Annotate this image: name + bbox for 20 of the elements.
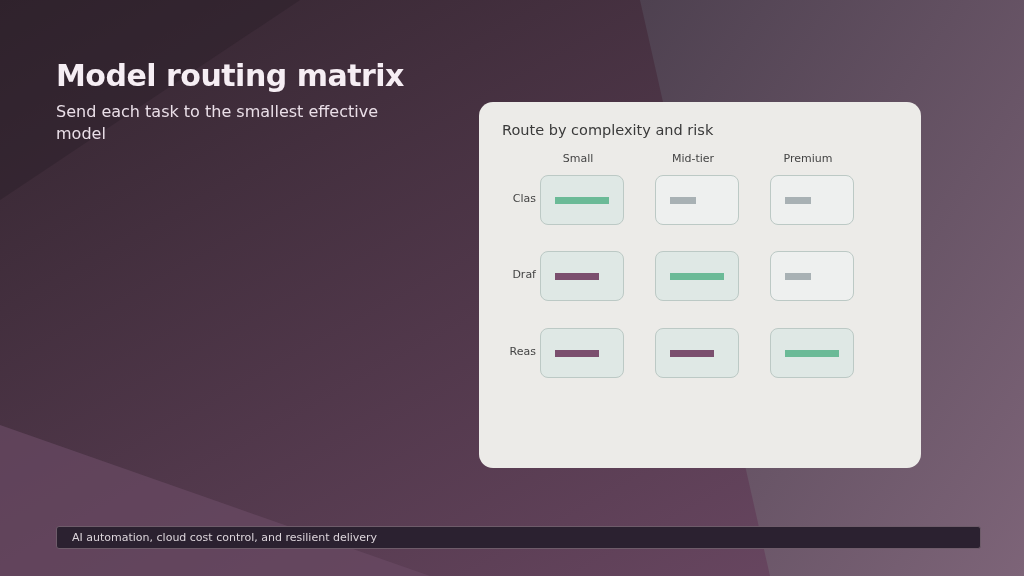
matrix-card	[479, 102, 921, 468]
card-heading: Route by complexity and risk	[502, 122, 714, 138]
matrix-cell	[655, 175, 739, 225]
slide-title: Model routing matrix	[56, 58, 404, 93]
row-label: Clas	[511, 192, 536, 205]
matrix-cell	[655, 328, 739, 378]
row-label: Reas	[508, 345, 536, 358]
matrix-cell	[770, 328, 854, 378]
footer-banner: AI automation, cloud cost control, and resilient delivery	[56, 526, 981, 549]
row-label: Draf	[511, 268, 536, 281]
subtitle: Send each task to the smallest effective model	[56, 101, 379, 145]
matrix-cell	[655, 251, 739, 301]
column-header: Premium	[783, 152, 833, 165]
matrix-cell	[770, 251, 854, 301]
column-header: Small	[562, 152, 594, 165]
matrix-cell	[540, 251, 624, 301]
matrix-cell	[770, 175, 854, 225]
matrix-cell	[540, 175, 624, 225]
matrix-cell	[540, 328, 624, 378]
column-header: Mid-tier	[671, 152, 715, 165]
